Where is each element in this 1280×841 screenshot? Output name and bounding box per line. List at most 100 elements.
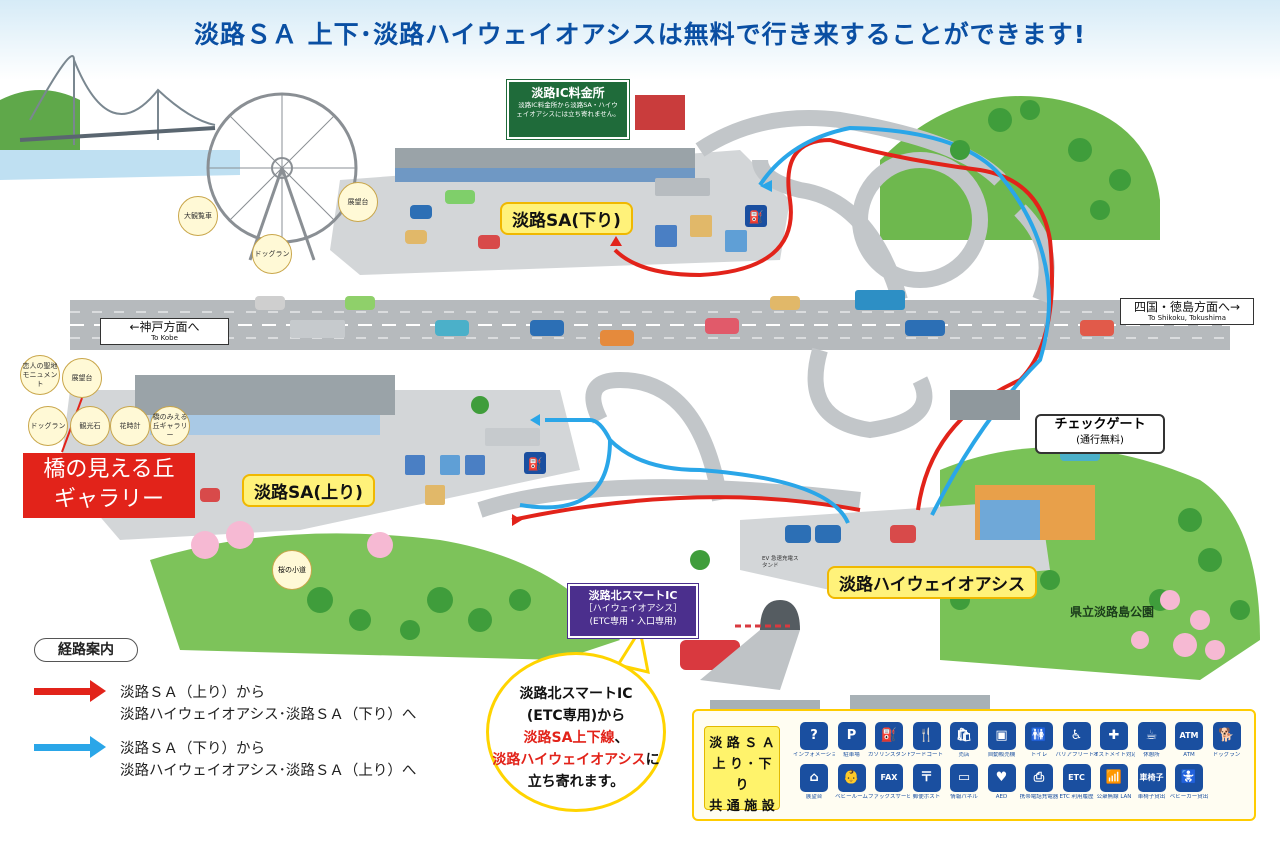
- toll-gate-title: 淡路IC料金所: [531, 86, 605, 100]
- printer-icon: ⎙: [1025, 764, 1053, 792]
- facility-label: 携帯電話充電器: [1019, 794, 1059, 800]
- facility-label: 展望台: [805, 794, 823, 800]
- toll-gate-building: [635, 95, 685, 130]
- legend-red-route-text: 淡路ＳＡ（上り）から 淡路ハイウェイオアシス･淡路ＳＡ（下り）へ: [120, 685, 417, 723]
- facility-wheelchair-rental: 車椅子車椅子貸出: [1131, 764, 1173, 801]
- poi-lovers-monument[interactable]: 恋人の聖地モニュメント: [20, 355, 60, 395]
- bridge-gallery-highlight[interactable]: 橋の見える丘 ギャラリー: [23, 453, 195, 518]
- trees: [307, 100, 1250, 640]
- callout-pointer: [615, 625, 650, 674]
- facility-ostomate: ✚オストメイト対応トイレ: [1093, 722, 1135, 759]
- facilities-heading: 淡 路 Ｓ Ａ 上 り ･ 下 り 共 通 施 設: [704, 726, 780, 814]
- right-hill-top: [880, 96, 1160, 240]
- facility-label: 休憩所: [1143, 752, 1160, 758]
- poi-bridge-gallery[interactable]: 橋のみえる丘ギャラリー: [150, 406, 190, 446]
- smart-ic-title: 淡路北スマートIC: [588, 589, 678, 602]
- legend-red-arrow: [34, 680, 106, 702]
- sa-up-building-glass: [150, 415, 380, 435]
- facility-wheelchair: ♿バリアフリートイレ: [1056, 722, 1098, 759]
- gas-station-marker-down: ⛽: [745, 205, 767, 227]
- sa-down-label[interactable]: 淡路SA(下り): [500, 202, 633, 235]
- callout-line4: 淡路ハイウェイオアシス: [492, 752, 646, 768]
- left-bottom-hill: [150, 533, 620, 660]
- wheelchair-icon: ♿: [1062, 722, 1091, 750]
- callout-line4-suffix: に: [645, 752, 660, 768]
- facility-info-panel: ▭情報パネル: [943, 764, 985, 801]
- shikoku-direction-sign: 四国・徳島方面へ→ To Shikoku, Tokushima: [1120, 298, 1254, 325]
- blue-arrow-head-2: [530, 414, 540, 426]
- facility-printer: ⎙ 携帯電話充電器: [1018, 764, 1060, 801]
- callout-line1: 淡路北スマートIC: [519, 686, 633, 702]
- dog-run-icon: 🐕: [1212, 722, 1241, 750]
- svg-text:⛽: ⛽: [528, 457, 543, 471]
- check-gate-booth: [950, 390, 1020, 420]
- sea: [0, 150, 240, 180]
- sakura-path-label: 桜の小道: [272, 550, 312, 590]
- smart-ic-road: [700, 630, 800, 690]
- info-panel-icon: ▭: [950, 764, 978, 792]
- facility-stroller: 🚼ベビーカー貸出: [1168, 764, 1210, 801]
- facility-dog-run: 🐕 ドッグラン: [1206, 722, 1248, 759]
- red-arrow-head-1: [610, 236, 622, 246]
- park-label: 県立淡路島公園: [1070, 605, 1155, 619]
- poi-tourist-stone[interactable]: 観光石: [70, 406, 110, 446]
- oasis-label[interactable]: 淡路ハイウェイオアシス: [827, 566, 1037, 599]
- ev-stand-label: EV 急速充電スタンド: [762, 556, 799, 569]
- wifi-icon: 📶: [1100, 764, 1128, 792]
- callout-line3: 淡路SA上下線: [523, 730, 615, 746]
- facility-panel-building-2: [850, 695, 990, 713]
- legend-blue-arrow: [34, 736, 106, 758]
- smart-ic-callout: 淡路北スマートIC (ETC専用)から 淡路SA上下線、 淡路ハイウェイオアシス…: [486, 652, 666, 812]
- facility-label: ATM: [1183, 752, 1195, 758]
- poi-flower-clock[interactable]: 花時計: [110, 406, 150, 446]
- shop-icon: 🛍: [950, 722, 978, 750]
- facility-label: ドッグラン: [1212, 752, 1241, 758]
- smart-ic-tunnel: [760, 600, 800, 630]
- facility-label: 売店: [958, 752, 970, 758]
- facility-label: ガソリンスタンド: [868, 752, 910, 758]
- observation-icon: ⌂: [800, 764, 828, 792]
- poi-dogrun-up[interactable]: ドッグラン: [28, 406, 68, 446]
- poi-dogrun-down[interactable]: ドッグラン: [252, 234, 292, 274]
- sa-up-label[interactable]: 淡路SA(上り): [242, 474, 375, 507]
- facility-label: 公衆無線 LAN: [1096, 794, 1132, 800]
- facility-rest-area: ☕休憩所: [1131, 722, 1173, 759]
- fax-icon: FAX: [875, 764, 903, 792]
- check-gate-sub: (通行無料): [1076, 435, 1124, 446]
- poi-ferris-wheel[interactable]: 大観覧車: [178, 196, 218, 236]
- kobe-direction-text: ←神戸方面へ: [129, 320, 200, 334]
- facility-wifi: 📶 公衆無線 LAN: [1093, 764, 1135, 801]
- facility-label: 駐車場: [843, 752, 860, 758]
- legend-blue-route-text: 淡路ＳＡ（下り）から 淡路ハイウェイオアシス･淡路ＳＡ（上り）へ: [120, 741, 417, 779]
- poi-observation-down[interactable]: 展望台: [338, 182, 378, 222]
- smart-ic-note: (ETC専用・入口専用): [589, 617, 677, 627]
- facility-observation: ⌂ 展望台: [793, 764, 835, 801]
- wheelchair-rental-icon: 車椅子: [1137, 764, 1166, 792]
- poi-observation-up[interactable]: 展望台: [62, 358, 102, 398]
- smart-ic-sub: ［ハイウェイオアシス］: [583, 604, 683, 614]
- facility-label: トイレ: [1030, 752, 1048, 758]
- facility-toilet: 🚻 トイレ: [1018, 722, 1060, 759]
- facility-baby-room: 👶ベビールーム: [831, 764, 873, 801]
- callout-line5: 立ち寄れます。: [527, 774, 625, 790]
- shikoku-direction-text: 四国・徳島方面へ→: [1133, 300, 1241, 314]
- callout-line4-wrap: 淡路ハイウェイオアシスに: [489, 749, 663, 771]
- sa-down-building-glass: [395, 168, 695, 182]
- baby-room-icon: 👶: [837, 764, 866, 792]
- gas-station-icon: ⛽: [875, 722, 903, 750]
- toilet-icon: 🚻: [1025, 722, 1053, 750]
- gas-station-marker-up: ⛽: [524, 452, 546, 474]
- oasis-building-glass: [980, 500, 1040, 540]
- facility-label: フードコート: [909, 752, 943, 758]
- aed-icon: ♥: [987, 764, 1016, 792]
- facility-label: ETC 利用履歴: [1059, 794, 1094, 800]
- facility-label: 郵便ポスト: [912, 794, 941, 800]
- toll-gate-note: 淡路IC料金所から淡路SA・ハイウェイオアシスには立ち寄れません。: [516, 101, 620, 118]
- callout-line3-suffix: 、: [614, 730, 629, 746]
- mailbox-icon: 〒: [912, 764, 941, 792]
